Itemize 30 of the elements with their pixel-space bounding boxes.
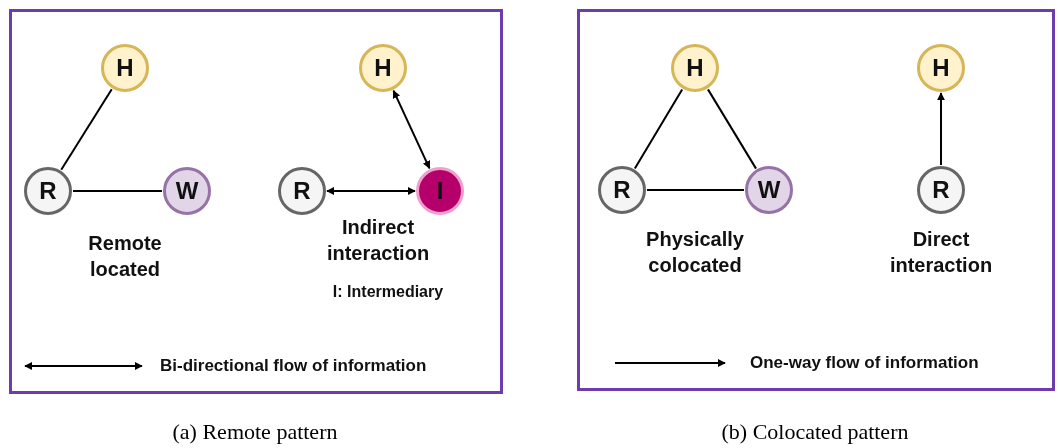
- connector-line: [646, 189, 745, 191]
- panel-caption: (b) Colocated pattern: [721, 419, 909, 445]
- connector-line: [633, 88, 684, 170]
- panel-caption: (a) Remote pattern: [172, 419, 338, 445]
- arrow: [392, 89, 431, 170]
- node-circle: H: [359, 44, 407, 92]
- pattern-label: I: Intermediary: [331, 282, 445, 302]
- connector-line: [72, 190, 163, 192]
- node-circle: R: [24, 167, 72, 215]
- arrow: [937, 92, 945, 166]
- node-circle: H: [671, 44, 719, 92]
- connector-line: [60, 88, 113, 171]
- node-circle: W: [745, 166, 793, 214]
- pattern-label: Remote located: [87, 231, 163, 282]
- pattern-label: Physically colocated: [645, 227, 745, 278]
- panel-frame: [577, 9, 1055, 391]
- node-circle: R: [598, 166, 646, 214]
- node-circle: H: [917, 44, 965, 92]
- panel-frame: [9, 9, 503, 394]
- pattern-label: Direct interaction: [888, 227, 994, 278]
- node-circle: I: [416, 167, 464, 215]
- node-circle: W: [163, 167, 211, 215]
- pattern-label: Indirect interaction: [325, 215, 431, 266]
- node-circle: H: [101, 44, 149, 92]
- legend-text: One-way flow of information: [750, 352, 979, 374]
- node-circle: R: [917, 166, 965, 214]
- arrow: [326, 187, 416, 195]
- connector-line: [706, 88, 758, 170]
- node-circle: R: [278, 167, 326, 215]
- legend-text: Bi-directional flow of information: [160, 355, 427, 377]
